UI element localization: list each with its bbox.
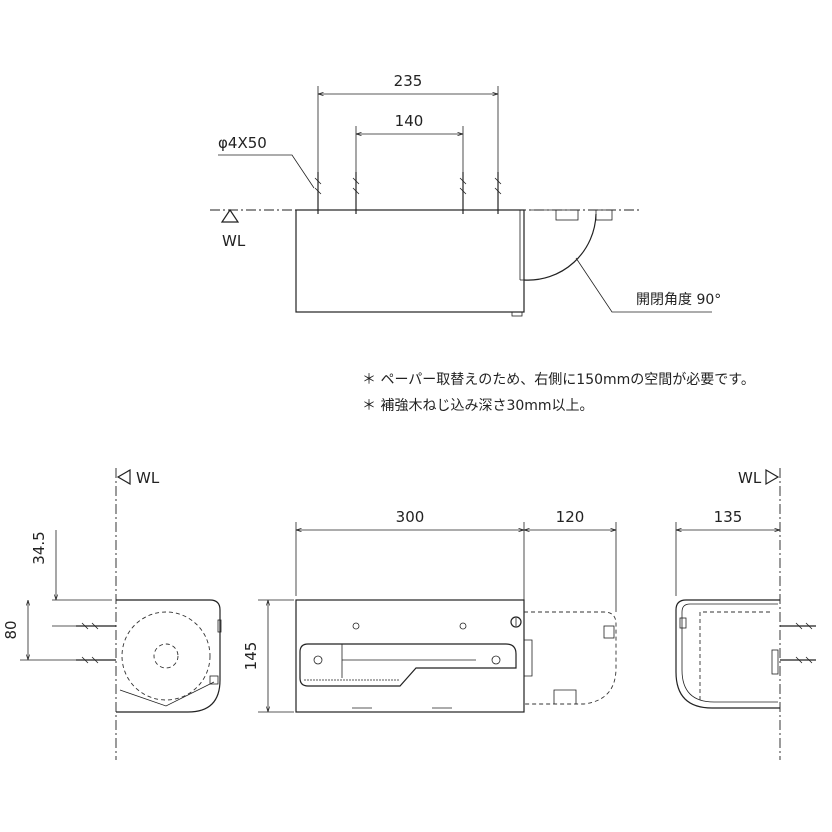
body-inner-contour — [681, 603, 778, 703]
dim-height-label: 80 — [2, 620, 20, 639]
wall-level-triangle-icon — [116, 468, 131, 486]
screw-threads — [795, 622, 813, 664]
note-clearance: ＊ ペーパー取替えのため、右側に150mmの空間が必要です。 — [362, 372, 755, 388]
cover-screw-right — [491, 655, 501, 665]
angle-leader-line — [575, 257, 712, 313]
cover-edge — [119, 681, 215, 707]
opening-angle-label: 開閉角度 90° — [636, 292, 721, 308]
wall-bracket — [771, 649, 779, 675]
note-screw-depth: ＊ 補強木ねじ込み深さ30mm以上。 — [362, 398, 594, 414]
dim-overall-label: 235 — [394, 72, 423, 90]
left-wall-label: WL — [136, 469, 160, 487]
cutter-detail — [209, 675, 219, 685]
screw-threads — [81, 622, 99, 664]
side-view-left: WL 34.5 80 — [2, 468, 222, 760]
dim-clearance-label: 120 — [556, 508, 585, 526]
holder-body-front — [295, 599, 525, 713]
screw-label: φ4X50 — [218, 134, 267, 152]
top-view: WL 開閉角度 90° φ4X50 235 — [210, 72, 721, 317]
screw-threads — [314, 177, 502, 195]
cutter-cover — [299, 643, 517, 687]
mount-hole-left — [352, 622, 360, 630]
mount-hole-right — [459, 622, 467, 630]
dim-depth-label: 135 — [714, 508, 743, 526]
front-view: 300 120 145 — [242, 508, 617, 713]
inner-hidden-line — [699, 611, 770, 700]
wall-level-triangle-icon — [765, 468, 780, 486]
lid-open-part-1 — [555, 209, 579, 221]
top-wall-label: WL — [222, 232, 246, 250]
hinge-detail — [524, 639, 533, 677]
holder-body-top — [295, 209, 525, 313]
dim-offset-label: 34.5 — [30, 531, 48, 564]
dim-front-height-label: 145 — [242, 642, 260, 671]
dim-width-label: 300 — [396, 508, 425, 526]
holder-body-side-right — [675, 599, 780, 709]
wall-level-triangle-icon — [220, 208, 240, 223]
screws — [314, 172, 502, 214]
dim-inner-label: 140 — [395, 112, 424, 130]
holder-body-side — [116, 599, 221, 713]
cover-screw-left — [313, 655, 323, 665]
lid-latch — [603, 625, 615, 639]
side-latch — [679, 617, 687, 629]
side-view-right: WL 135 — [675, 468, 816, 760]
screw-leader-line — [218, 154, 315, 189]
release-button — [510, 616, 522, 628]
paper-roll-core — [153, 643, 179, 669]
side-button — [217, 619, 222, 633]
open-lid-outline — [524, 611, 617, 705]
lid-open-part-2 — [595, 209, 613, 221]
paper-roll-outline — [121, 611, 211, 701]
lid-foot — [553, 689, 577, 704]
foot — [511, 311, 523, 317]
right-wall-label: WL — [738, 469, 762, 487]
lid-swing-arc — [523, 213, 597, 281]
